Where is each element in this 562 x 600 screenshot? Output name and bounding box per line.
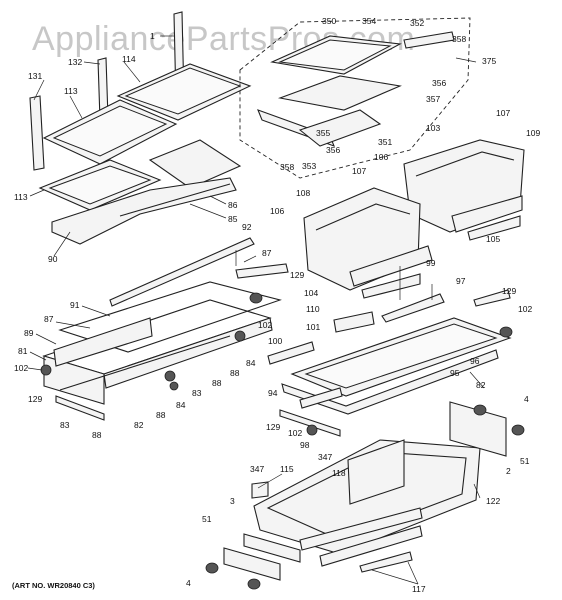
callout-83-left: 83: [60, 420, 70, 430]
callout-104: 104: [304, 288, 318, 298]
callout-107-left: 107: [352, 166, 366, 176]
callout-354: 354: [362, 16, 376, 26]
callout-356-lower: 356: [326, 145, 340, 155]
callout-131: 131: [28, 71, 42, 81]
callout-91: 91: [70, 300, 80, 310]
callout-2: 2: [506, 466, 511, 476]
callout-110: 110: [306, 304, 320, 314]
callout-89: 89: [24, 328, 34, 338]
shelf-frame-right: [267, 289, 513, 437]
art-number: (ART NO. WR20840 C3): [12, 581, 95, 590]
callout-353: 353: [302, 161, 316, 171]
callout-113-top: 113: [64, 86, 78, 96]
callout-107-right: 107: [496, 108, 510, 118]
callout-85: 85: [228, 214, 238, 224]
callout-358-top: 358: [452, 34, 466, 44]
callout-88-right: 88: [212, 378, 222, 388]
callout-114: 114: [122, 54, 136, 64]
callout-357: 357: [426, 94, 440, 104]
freezer-basket: [205, 401, 525, 590]
callout-3: 3: [230, 496, 235, 506]
callout-1: 1: [150, 31, 155, 41]
callout-87-left: 87: [44, 314, 54, 324]
callout-84-upper: 84: [246, 358, 256, 368]
callout-82-right: 82: [476, 380, 486, 390]
callout-129-lower: 129: [266, 422, 280, 432]
callout-102-right: 102: [518, 304, 532, 314]
callout-95: 95: [450, 368, 460, 378]
callout-358-lower: 358: [280, 162, 294, 172]
callout-129-top: 129: [290, 270, 304, 280]
callout-347-lower: 347: [250, 464, 264, 474]
callout-106-left: 106: [270, 206, 284, 216]
shelf-assembly-top-left: [29, 11, 252, 245]
callout-87-top: 87: [262, 248, 272, 258]
callout-90: 90: [48, 254, 58, 264]
callout-117: 117: [412, 584, 426, 594]
callout-122: 122: [486, 496, 500, 506]
callout-105: 105: [486, 234, 500, 244]
callout-92: 92: [242, 222, 252, 232]
callout-51-right: 51: [520, 456, 530, 466]
callout-102-mid: 102: [258, 320, 272, 330]
callout-97: 97: [456, 276, 466, 286]
callout-103: 103: [426, 123, 440, 133]
callout-86: 86: [228, 200, 238, 210]
callout-81: 81: [18, 346, 28, 356]
callout-352: 352: [410, 18, 424, 28]
callout-106-right: 106: [374, 152, 388, 162]
callout-356-top: 356: [432, 78, 446, 88]
pantry-assembly-375: [239, 17, 471, 179]
callout-88-upper: 88: [230, 368, 240, 378]
callout-108: 108: [296, 188, 310, 198]
callout-83-right: 83: [192, 388, 202, 398]
callout-94: 94: [268, 388, 278, 398]
callout-129-left: 129: [28, 394, 42, 404]
callout-113-lower: 113: [14, 192, 28, 202]
callout-82-left: 82: [134, 420, 144, 430]
callout-4-lower: 4: [186, 578, 191, 588]
callout-102-lower: 102: [288, 428, 302, 438]
callout-129-right: 129: [502, 286, 516, 296]
callout-99: 99: [426, 258, 436, 268]
callout-132: 132: [68, 57, 82, 67]
callout-109: 109: [526, 128, 540, 138]
callout-51-lower: 51: [202, 514, 212, 524]
callout-4-right: 4: [524, 394, 529, 404]
crisper-drawers: [303, 139, 525, 299]
callout-96: 96: [470, 356, 480, 366]
callout-101: 101: [306, 322, 320, 332]
callout-labels: 1 131 132 114 113 113 86 85 90 350 354 3…: [14, 16, 540, 594]
callout-351: 351: [378, 137, 392, 147]
shelf-frame-left: [40, 237, 289, 421]
callout-118: 118: [332, 468, 346, 478]
callout-347-upper: 347: [318, 452, 332, 462]
callout-98: 98: [300, 440, 310, 450]
callout-355: 355: [316, 128, 330, 138]
callout-350: 350: [322, 16, 336, 26]
leader-lines: [27, 35, 485, 585]
callout-375: 375: [482, 56, 496, 66]
callout-102-left: 102: [14, 363, 28, 373]
callout-84-lower: 84: [176, 400, 186, 410]
callout-88-mid: 88: [156, 410, 166, 420]
callout-115: 115: [280, 464, 294, 474]
callout-100: 100: [268, 336, 282, 346]
callout-88-lower: 88: [92, 430, 102, 440]
